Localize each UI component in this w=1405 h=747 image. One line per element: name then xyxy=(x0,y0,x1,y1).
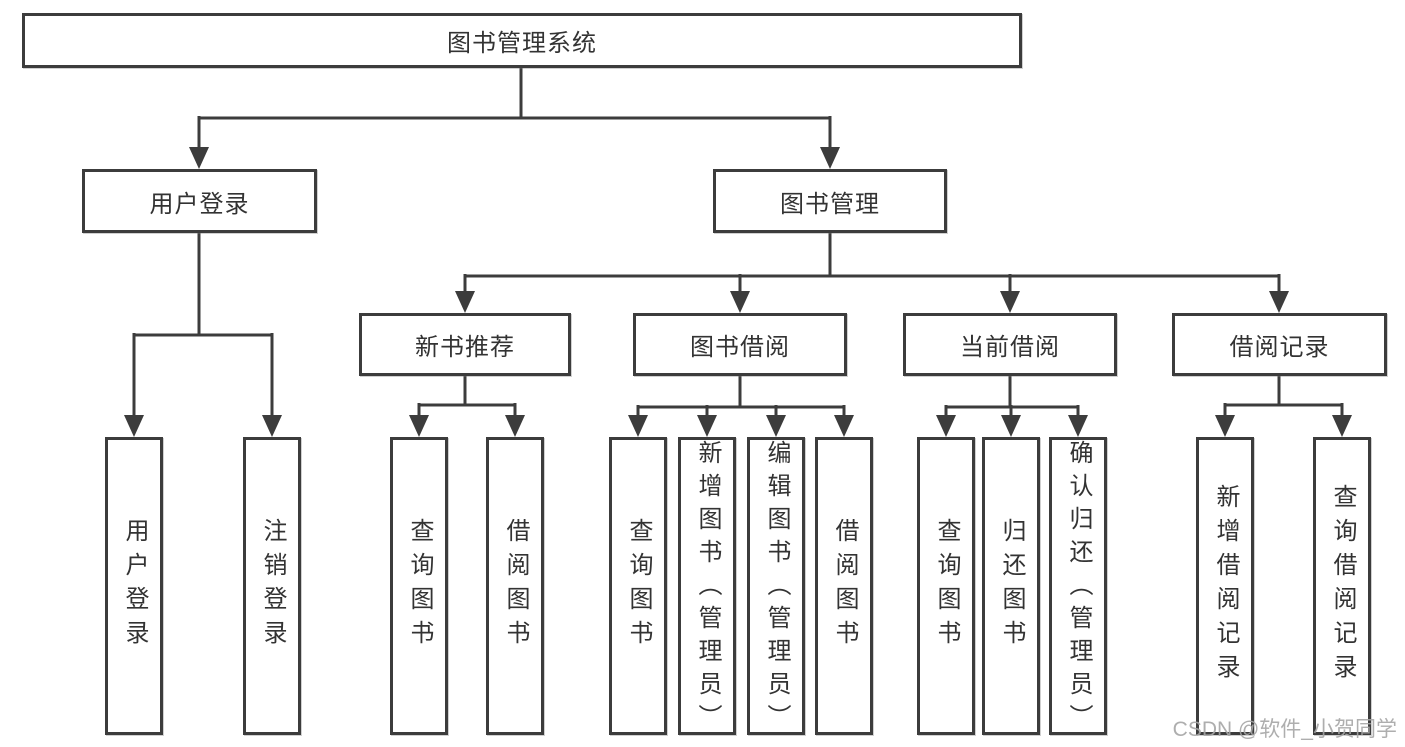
leaf-br-query-record: 查询借阅记录 xyxy=(1313,437,1371,735)
connector-book-borrowing-to-leaves xyxy=(636,376,846,420)
node-root-book-management-system: 图书管理系统 xyxy=(22,13,1022,68)
node-book-management: 图书管理 xyxy=(713,169,947,233)
connector-root-to-level2 xyxy=(197,68,832,152)
leaf-cb-query-books: 查询图书 xyxy=(917,437,975,735)
leaf-bb-query-books: 查询图书 xyxy=(609,437,667,735)
connector-borrowing-records-to-leaves xyxy=(1223,376,1344,420)
node-borrowing-records: 借阅记录 xyxy=(1172,313,1387,376)
leaf-bb-borrow-books: 借阅图书 xyxy=(815,437,873,735)
csdn-watermark: CSDN @软件_小贺同学 xyxy=(1172,718,1397,741)
connector-book-management-to-level3 xyxy=(463,233,1281,296)
leaf-nbr-query-books: 查询图书 xyxy=(390,437,448,735)
connector-current-borrowing-to-leaves xyxy=(944,376,1080,420)
leaf-cb-confirm-return-admin: 确认归还（管理员） xyxy=(1049,437,1107,737)
node-user-login: 用户登录 xyxy=(82,169,317,233)
leaf-nbr-borrow-books: 借阅图书 xyxy=(486,437,544,735)
leaf-bb-add-books-admin: 新增图书（管理员） xyxy=(678,437,736,737)
node-book-borrowing: 图书借阅 xyxy=(633,313,847,376)
node-current-borrowing: 当前借阅 xyxy=(903,313,1117,376)
connector-new-book-recommend-to-leaves xyxy=(417,376,517,420)
arrowheads xyxy=(124,147,1352,437)
connector-user-login-to-leaves xyxy=(132,233,274,420)
leaf-cb-return-books: 归还图书 xyxy=(982,437,1040,735)
leaf-br-add-record: 新增借阅记录 xyxy=(1196,437,1254,735)
leaf-logout: 注销登录 xyxy=(243,437,301,735)
leaf-user-login: 用户登录 xyxy=(105,437,163,735)
leaf-bb-edit-books-admin: 编辑图书（管理员） xyxy=(747,437,805,737)
node-new-book-recommend: 新书推荐 xyxy=(359,313,571,376)
